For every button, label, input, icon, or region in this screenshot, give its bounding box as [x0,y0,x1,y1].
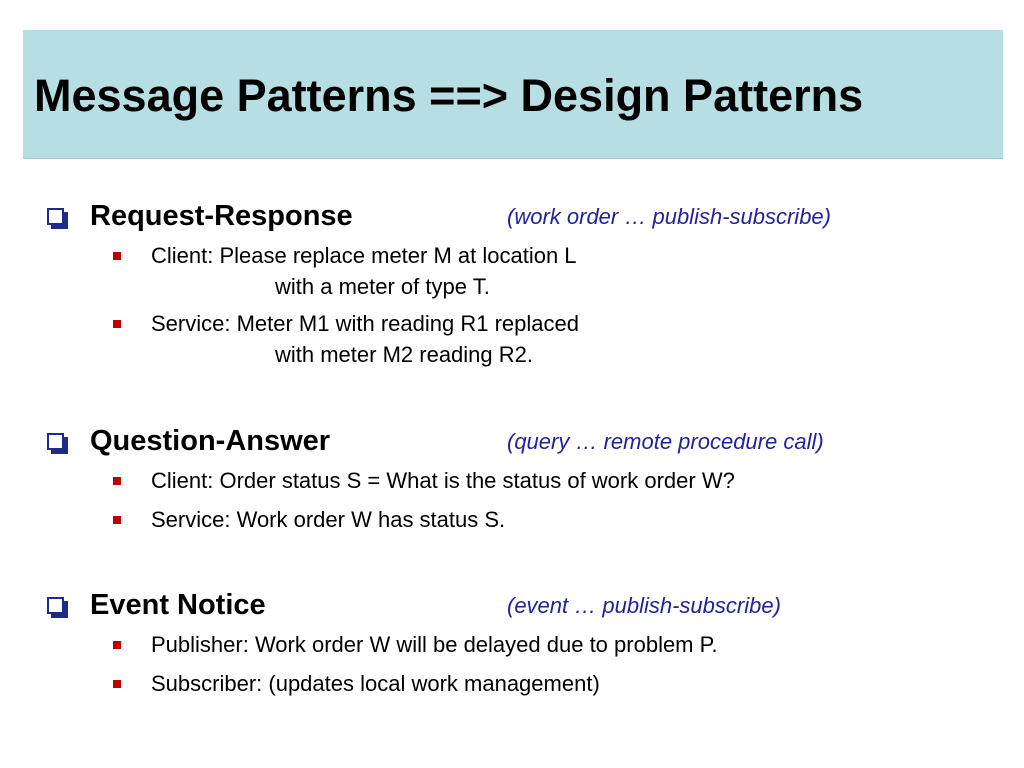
checkbox-bullet-icon [47,208,64,225]
list-item-text: Service: Work order W has status S. [151,507,506,532]
list-item-text: Service: Meter M1 with reading R1 replac… [151,311,579,336]
list-item-text: Subscriber: (updates local work manageme… [151,671,600,696]
list-item-continuation: with meter M2 reading R2. [275,342,533,367]
square-bullet-icon [113,477,121,485]
slide-title: Message Patterns ==> Design Patterns [34,70,864,121]
square-bullet-icon [113,516,121,524]
section-heading-row: Request-Response (work order … publish-s… [0,198,1024,238]
section-heading-row: Question-Answer (query … remote procedur… [0,423,1024,463]
checkbox-bullet-icon [47,433,64,450]
section-note: (query … remote procedure call) [507,429,824,454]
list-item-text: Client: Please replace meter M at locati… [151,243,577,268]
checkbox-bullet-icon [47,597,64,614]
list-item-continuation: with a meter of type T. [275,274,490,299]
section-heading: Question-Answer [90,425,331,457]
square-bullet-icon [113,680,121,688]
square-bullet-icon [113,320,121,328]
title-bar: Message Patterns ==> Design Patterns [23,30,1003,159]
section-note: (event … publish-subscribe) [507,593,781,618]
section-note: (work order … publish-subscribe) [507,204,831,229]
section-heading: Event Notice [90,589,266,621]
list-item-text: Client: Order status S = What is the sta… [151,468,735,493]
square-bullet-icon [113,641,121,649]
section-heading-row: Event Notice (event … publish-subscribe) [0,587,1024,627]
list-item-text: Publisher: Work order W will be delayed … [151,632,718,657]
section-heading: Request-Response [90,200,353,232]
square-bullet-icon [113,252,121,260]
